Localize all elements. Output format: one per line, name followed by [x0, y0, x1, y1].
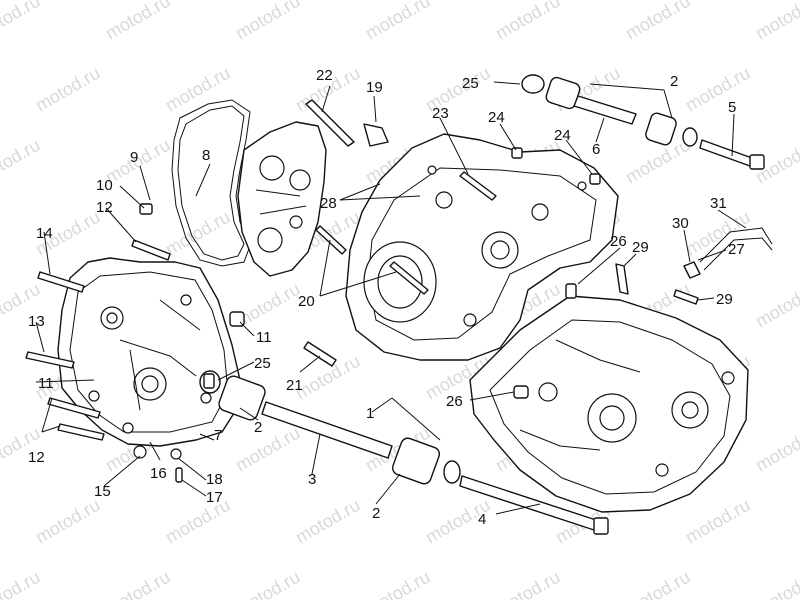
watermark-text: motod.ru: [0, 135, 44, 188]
watermark-text: motod.ru: [232, 423, 304, 476]
watermark-text: motod.ru: [162, 495, 234, 548]
watermark-text: motod.ru: [32, 495, 104, 548]
callout-11: 11: [256, 329, 272, 346]
callout-28: 28: [320, 195, 337, 212]
callout-14: 14: [36, 225, 53, 242]
fasteners: [25, 99, 773, 483]
callout-3: 3: [308, 471, 316, 488]
callout-24: 24: [554, 127, 571, 144]
callout-12: 12: [28, 449, 45, 466]
callout-29: 29: [632, 239, 649, 256]
watermark-text: motod.ru: [0, 567, 44, 600]
callout-4: 4: [478, 511, 486, 528]
callout-8: 8: [202, 147, 210, 164]
callout-17: 17: [206, 489, 223, 506]
right-crankcase-half: [469, 295, 749, 513]
callout-29: 29: [716, 291, 733, 308]
callout-6: 6: [592, 141, 600, 158]
callout-5: 5: [728, 99, 736, 116]
callout-21: 21: [286, 377, 303, 394]
left-crankcase-cover: [57, 257, 241, 447]
callout-16: 16: [150, 465, 167, 482]
watermark-text: motod.ru: [492, 0, 564, 43]
watermark-text: motod.ru: [162, 207, 234, 260]
callout-25: 25: [254, 355, 271, 372]
callout-12: 12: [96, 199, 113, 216]
watermark-text: motod.ru: [232, 567, 304, 600]
callout-2: 2: [372, 505, 380, 522]
main-crankcase: [345, 133, 619, 361]
watermark-text: motod.ru: [752, 279, 800, 332]
callout-13: 13: [28, 313, 45, 330]
watermark-text: motod.ru: [752, 567, 800, 600]
callout-30: 30: [672, 215, 689, 232]
watermark-text: motod.ru: [232, 0, 304, 43]
watermark-text: motod.ru: [492, 567, 564, 600]
callout-25: 25: [462, 75, 479, 92]
upper-shaft-assembly: [521, 74, 765, 170]
watermark-text: motod.ru: [102, 0, 174, 43]
watermark-text: motod.ru: [102, 567, 174, 600]
callout-1: 1: [366, 405, 374, 422]
callout-7: 7: [214, 427, 222, 444]
callout-27: 27: [728, 241, 745, 258]
watermark-text: motod.ru: [0, 0, 44, 43]
callout-9: 9: [130, 149, 138, 166]
watermark-text: motod.ru: [622, 0, 694, 43]
callout-labels: 1 2 2 2 3 4 5 6 7 8 9 10 11 11 12 12 13 …: [28, 67, 745, 528]
leader-lines: [35, 81, 747, 515]
callout-19: 19: [366, 79, 383, 96]
lower-shaft-assembly: [199, 370, 609, 535]
callout-2: 2: [254, 419, 262, 436]
watermark-text: motod.ru: [622, 567, 694, 600]
watermark-text: motod.ru: [752, 0, 800, 43]
watermark-text: motod.ru: [292, 495, 364, 548]
watermark-text: motod.ru: [362, 567, 434, 600]
callout-26: 26: [446, 393, 463, 410]
callout-15: 15: [94, 483, 111, 500]
callout-11: 11: [38, 375, 54, 392]
watermark-text: motod.ru: [362, 0, 434, 43]
watermark-text: motod.ru: [32, 63, 104, 116]
watermark-text: motod.ru: [752, 423, 800, 476]
inner-case-half: [237, 121, 327, 277]
callout-2: 2: [670, 73, 678, 90]
watermark-text: motod.ru: [682, 495, 754, 548]
callout-26: 26: [610, 233, 627, 250]
callout-20: 20: [298, 293, 315, 310]
callout-31: 31: [710, 195, 727, 212]
watermark-text: motod.ru: [682, 63, 754, 116]
callout-24: 24: [488, 109, 505, 126]
callout-22: 22: [316, 67, 333, 84]
callout-23: 23: [432, 105, 449, 122]
callout-10: 10: [96, 177, 113, 194]
callout-18: 18: [206, 471, 223, 488]
